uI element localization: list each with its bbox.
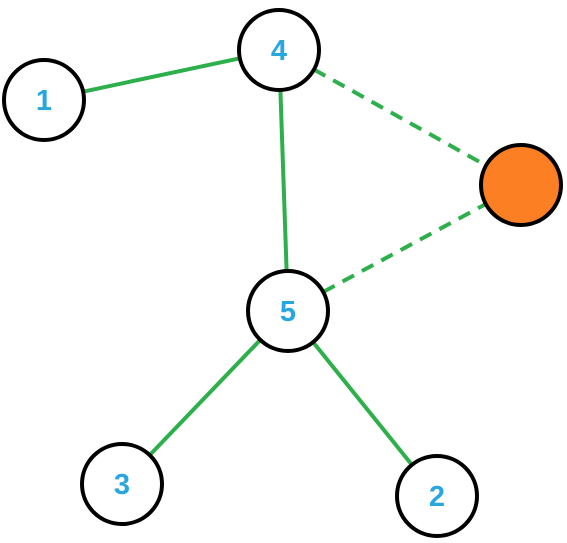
- edge-1-4: [82, 56, 241, 94]
- node-circle: [237, 8, 321, 92]
- node-5: 5: [246, 269, 330, 353]
- node-2: 2: [395, 454, 479, 538]
- node-label: 3: [114, 469, 130, 501]
- node-label: 4: [271, 35, 287, 67]
- node-circle: [246, 269, 330, 353]
- node-1: 1: [2, 58, 86, 142]
- edge-5-2: [311, 340, 414, 467]
- edges-layer: [82, 56, 488, 467]
- node-circle: [395, 454, 479, 538]
- node-4: 4: [237, 8, 321, 92]
- edge-5-new-dashed: [322, 202, 487, 294]
- edge-5-3: [148, 338, 262, 457]
- node-highlighted: [479, 143, 563, 227]
- nodes-layer: 1 4 5 3 2: [2, 8, 563, 538]
- node-circle: [2, 58, 86, 142]
- node-label: 5: [280, 296, 296, 328]
- node-label: 2: [429, 481, 445, 513]
- edge-4-new-dashed: [312, 67, 488, 168]
- node-highlighted-circle: [479, 143, 563, 227]
- edge-4-5: [278, 89, 289, 272]
- node-label: 1: [36, 85, 52, 117]
- node-3: 3: [80, 442, 164, 526]
- node-circle: [80, 442, 164, 526]
